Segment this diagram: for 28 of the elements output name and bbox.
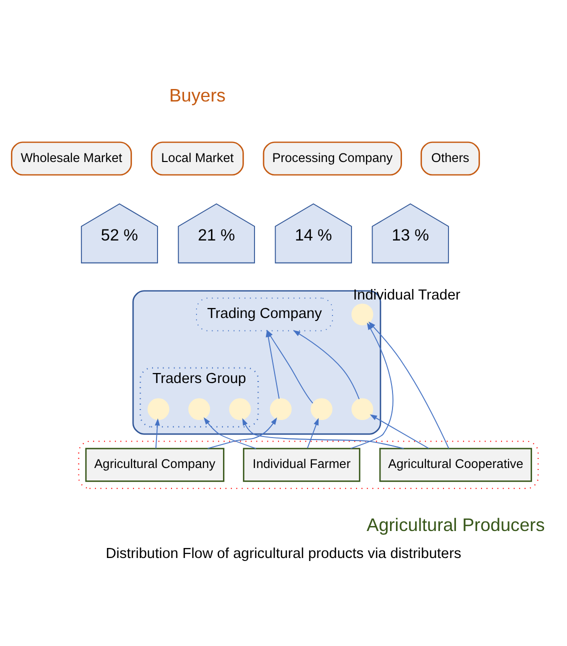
node-box: Processing Company: [262, 141, 402, 176]
node-circle: [148, 398, 170, 420]
arrow: [204, 416, 256, 448]
node-circle: [310, 398, 332, 420]
arrow: [368, 320, 450, 448]
arrow: [207, 416, 278, 448]
node-circle: [270, 398, 292, 420]
arrow: [307, 417, 319, 448]
node-circle: [351, 303, 374, 325]
node-box: Wholesale Market: [10, 141, 132, 176]
arrow: [350, 322, 394, 448]
node-box: Agricultural Cooperative: [379, 447, 532, 482]
caption: Distribution Flow of agricultural products via distributers: [106, 546, 462, 562]
arrow: [293, 330, 360, 400]
label: Agricultural Producers: [366, 514, 545, 535]
cluster: [78, 440, 539, 488]
arrow: [154, 418, 160, 448]
node-box: Agricultural Company: [85, 447, 224, 482]
node-circle: [351, 398, 374, 420]
arrow: [242, 418, 404, 448]
node-box: Others: [420, 141, 480, 176]
node-circle: [188, 398, 210, 420]
arrow: [370, 414, 430, 448]
node-box: Local Market: [150, 141, 244, 176]
node-box: Trading Company: [196, 297, 333, 331]
node-box: Individual Farmer: [242, 447, 360, 482]
label: Buyers: [169, 84, 226, 105]
node-circle: [229, 398, 251, 420]
